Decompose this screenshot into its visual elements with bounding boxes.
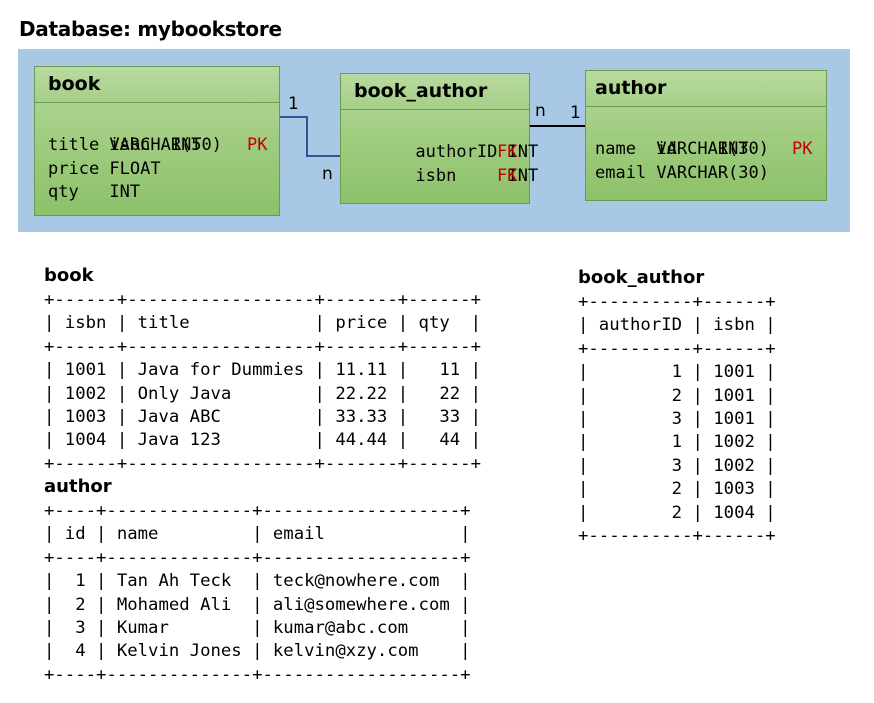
table-row: | 2 | 1004 | bbox=[578, 502, 776, 523]
cardinality-book-one: 1 bbox=[288, 94, 299, 114]
table-book-title: book bbox=[44, 265, 94, 286]
entity-book-field: title VARCHAR(50) bbox=[48, 135, 222, 156]
entity-author-name: author bbox=[586, 71, 826, 107]
table-row: | 3 | 1002 | bbox=[578, 455, 776, 476]
entity-author-field: email VARCHAR(30) bbox=[595, 162, 769, 183]
table-author: +----+--------------+-------------------… bbox=[44, 500, 471, 687]
table-row: | 4 | Kelvin Jones | kelvin@xzy.com | bbox=[44, 641, 471, 662]
table-row: | 1001 | Java for Dummies | 11.11 | 11 | bbox=[44, 360, 481, 381]
table-row: +----+--------------+-------------------… bbox=[44, 664, 471, 685]
table-row: +----------+------+ bbox=[578, 526, 776, 547]
table-row: | 1 | Tan Ah Teck | teck@nowhere.com | bbox=[44, 571, 471, 592]
page-title: Database: mybookstore bbox=[19, 17, 282, 41]
table-row: | 2 | Mohamed Ali | ali@somewhere.com | bbox=[44, 594, 471, 615]
table-row: | authorID | isbn | bbox=[578, 315, 776, 336]
entity-book-author-field: authorID INT FK bbox=[354, 118, 538, 162]
table-row: | 1 | 1002 | bbox=[578, 432, 776, 453]
table-row: +----+--------------+-------------------… bbox=[44, 547, 471, 568]
entity-book-field: qty INT bbox=[48, 181, 141, 202]
table-row: | isbn | title | price | qty | bbox=[44, 313, 481, 334]
table-row: | 2 | 1003 | bbox=[578, 479, 776, 500]
table-book-author-title: book_author bbox=[578, 267, 705, 288]
entity-book-author-name: book_author bbox=[341, 74, 529, 110]
table-row: | 3 | Kumar | kumar@abc.com | bbox=[44, 618, 471, 639]
table-row: +----------+------+ bbox=[578, 292, 776, 312]
table-row: | 1002 | Only Java | 22.22 | 22 | bbox=[44, 383, 481, 404]
foreign-key-marker: FK bbox=[497, 142, 518, 163]
entity-book-name: book bbox=[35, 67, 279, 103]
book-to-book-author-connector bbox=[280, 116, 340, 157]
table-row: +------+------------------+-------+-----… bbox=[44, 290, 481, 310]
table-row: +------+------------------+-------+-----… bbox=[44, 453, 481, 474]
entity-book-author-field: isbn INT FK bbox=[354, 141, 538, 186]
entity-book-author[interactable]: book_author authorID INT FK isbn INT FK bbox=[340, 73, 538, 204]
primary-key-marker: PK bbox=[792, 139, 813, 160]
table-book: +------+------------------+-------+-----… bbox=[44, 289, 481, 476]
cardinality-book-author-many-author: n bbox=[535, 101, 546, 121]
table-row: +----------+------+ bbox=[578, 338, 776, 359]
table-row: | 1003 | Java ABC | 33.33 | 33 | bbox=[44, 407, 481, 428]
table-row: | 3 | 1001 | bbox=[578, 409, 776, 430]
table-row: | 1004 | Java 123 | 44.44 | 44 | bbox=[44, 430, 481, 451]
table-row: | id | name | email | bbox=[44, 524, 471, 545]
cardinality-book-author-many-isbn: n bbox=[322, 164, 333, 184]
cardinality-author-one: 1 bbox=[570, 103, 581, 123]
table-row: | 2 | 1001 | bbox=[578, 385, 776, 406]
table-row: +------+------------------+-------+-----… bbox=[44, 336, 481, 357]
entity-book-field: price FLOAT bbox=[48, 158, 161, 179]
table-author-title: author bbox=[44, 476, 112, 497]
table-row: | 1 | 1001 | bbox=[578, 362, 776, 383]
entity-author-field: name VARCHAR(30) bbox=[595, 139, 769, 160]
foreign-key-marker: FK bbox=[497, 165, 518, 186]
table-row: +----+--------------+-------------------… bbox=[44, 501, 471, 521]
primary-key-marker: PK bbox=[247, 135, 268, 156]
table-book-author: +----------+------+| authorID | isbn |+-… bbox=[578, 291, 776, 548]
